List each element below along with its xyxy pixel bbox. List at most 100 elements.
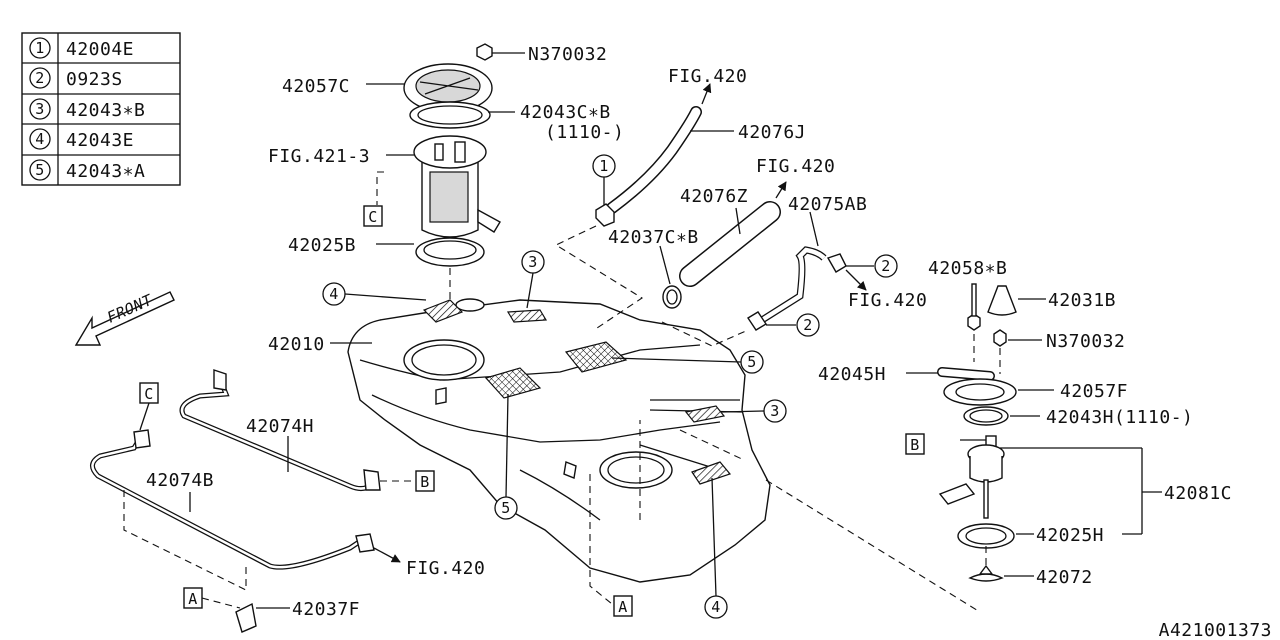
pad-3-top <box>506 309 548 323</box>
legend-num: 2 <box>35 69 45 87</box>
pad-5-left <box>484 367 542 399</box>
svg-text:3: 3 <box>770 402 780 420</box>
svg-text:C: C <box>144 385 154 403</box>
label-42031b: 42031B <box>1048 290 1116 311</box>
label-42081c: 42081C <box>1164 483 1232 504</box>
pad-4-top <box>422 299 464 323</box>
svg-text:2: 2 <box>881 257 891 275</box>
box-ref-b-left: B <box>415 470 435 492</box>
label-42010: 42010 <box>268 334 325 355</box>
label-42057f: 42057F <box>1060 381 1128 402</box>
legend-code: 42043E <box>66 130 134 151</box>
svg-text:2: 2 <box>803 316 813 334</box>
label-fig420-a: FIG.420 <box>668 66 747 87</box>
svg-text:B: B <box>910 436 920 454</box>
ref-1: 1 <box>592 154 616 178</box>
label-42037f: 42037F <box>292 599 360 620</box>
label-42025h: 42025H <box>1036 525 1104 546</box>
svg-text:1: 1 <box>599 157 609 175</box>
legend-code: 0923S <box>66 69 123 90</box>
fuel-tank-42010: 42010 <box>268 298 771 583</box>
svg-text:A: A <box>618 598 628 616</box>
svg-text:B: B <box>420 473 430 491</box>
svg-text:3: 3 <box>528 253 538 271</box>
nut-icon <box>993 329 1007 347</box>
diagram-id: A421001373 <box>1159 620 1272 640</box>
hose-42076z: FIG.420 42076Z <box>679 156 835 287</box>
svg-text:5: 5 <box>501 499 511 517</box>
label-fig421-3: FIG.421-3 <box>268 146 370 167</box>
label-42037cb: 42037C∗B <box>608 227 699 248</box>
clip-42037f: 42037F <box>235 599 360 633</box>
front-direction-indicator: FRONT <box>74 291 175 346</box>
label-42072: 42072 <box>1036 567 1093 588</box>
front-arrow-icon <box>74 291 175 346</box>
ref-2-top: 2 <box>874 254 898 278</box>
legend-table: 1 42004E 2 0923S 3 42043∗B 4 42043E 5 42… <box>21 32 181 186</box>
fuel-line-42074h: 42074H <box>179 369 412 492</box>
ref-5-bottom: 5 <box>494 393 518 520</box>
clamp-42037cb: 42037C∗B <box>608 227 699 309</box>
label-42057c: 42057C <box>282 76 350 97</box>
legend-code: 42043∗B <box>66 100 145 121</box>
top-pump-assembly: N370032 42057C 42043C∗B (1110-) FIG.421-… <box>268 43 624 330</box>
plug-42072 <box>968 573 1004 582</box>
ring-42025b <box>415 237 485 267</box>
legend-num: 1 <box>35 39 45 57</box>
label-42043h: 42043H(1110-) <box>1046 407 1193 428</box>
box-ref-b-right: B <box>905 433 925 455</box>
label-n370032-right: N370032 <box>1046 331 1125 352</box>
svg-text:A: A <box>188 590 198 608</box>
label-42074h: 42074H <box>246 416 314 437</box>
svg-text:C: C <box>368 208 378 226</box>
hose-42075ab: 42075AB FIG.420 <box>747 194 927 331</box>
legend-row: 5 42043∗A <box>29 159 145 182</box>
ref-3-right: 3 <box>721 399 787 423</box>
label-42074b: 42074B <box>146 470 214 491</box>
tank-pump-opening-left <box>403 339 485 381</box>
label-42025b: 42025B <box>288 235 356 256</box>
right-pump-assembly: 42058∗B 42031B N370032 42045H 42057F 420… <box>818 258 1232 588</box>
tank-pump-opening-right <box>599 451 673 489</box>
label-42045h: 42045H <box>818 364 886 385</box>
pad-5-mid <box>564 341 628 373</box>
legend-row: 1 42004E <box>29 37 134 60</box>
box-ref-c-left: C <box>139 382 159 431</box>
label-42075ab: 42075AB <box>788 194 867 215</box>
ref-4-top: 4 <box>322 282 427 306</box>
hose-42076j: FIG.420 42076J <box>606 66 806 214</box>
label-n370032-top: N370032 <box>528 44 607 65</box>
legend-num: 3 <box>35 100 45 118</box>
box-ref-a-bottom: A <box>589 474 633 617</box>
ref-4-bottom: 4 <box>704 477 728 619</box>
label-fig420-b: FIG.420 <box>756 156 835 177</box>
clamp-1 <box>595 176 615 227</box>
ref-3-top: 3 <box>521 250 545 309</box>
label-42076j: 42076J <box>738 122 806 143</box>
legend-row: 4 42043E <box>29 128 134 151</box>
pad-4-bottom <box>691 461 732 485</box>
legend-frame <box>21 32 181 186</box>
fuel-line-42074b: 42074B FIG.420 <box>90 429 485 591</box>
svg-text:5: 5 <box>747 353 757 371</box>
flange-42057f <box>943 378 1017 406</box>
box-ref-a-left: A <box>183 587 241 609</box>
svg-text:4: 4 <box>329 285 339 303</box>
svg-text:4: 4 <box>711 598 721 616</box>
legend-code: 42004E <box>66 39 134 60</box>
legend-row: 3 42043∗B <box>29 98 145 121</box>
legend-code: 42043∗A <box>66 161 145 182</box>
ref-2-bottom: 2 <box>796 313 820 337</box>
label-42043cb-note: (1110-) <box>545 122 624 143</box>
front-label: FRONT <box>104 291 155 327</box>
label-42058b: 42058∗B <box>928 258 1007 279</box>
box-ref-c-top: C <box>363 205 383 227</box>
label-fig420-d: FIG.420 <box>406 558 485 579</box>
legend-num: 4 <box>35 130 45 148</box>
ref-5-right: 5 <box>611 350 764 374</box>
label-42076z: 42076Z <box>680 186 748 207</box>
label-fig420-c: FIG.420 <box>848 290 927 311</box>
label-42043cb: 42043C∗B <box>520 102 611 123</box>
nut-icon <box>476 43 493 61</box>
